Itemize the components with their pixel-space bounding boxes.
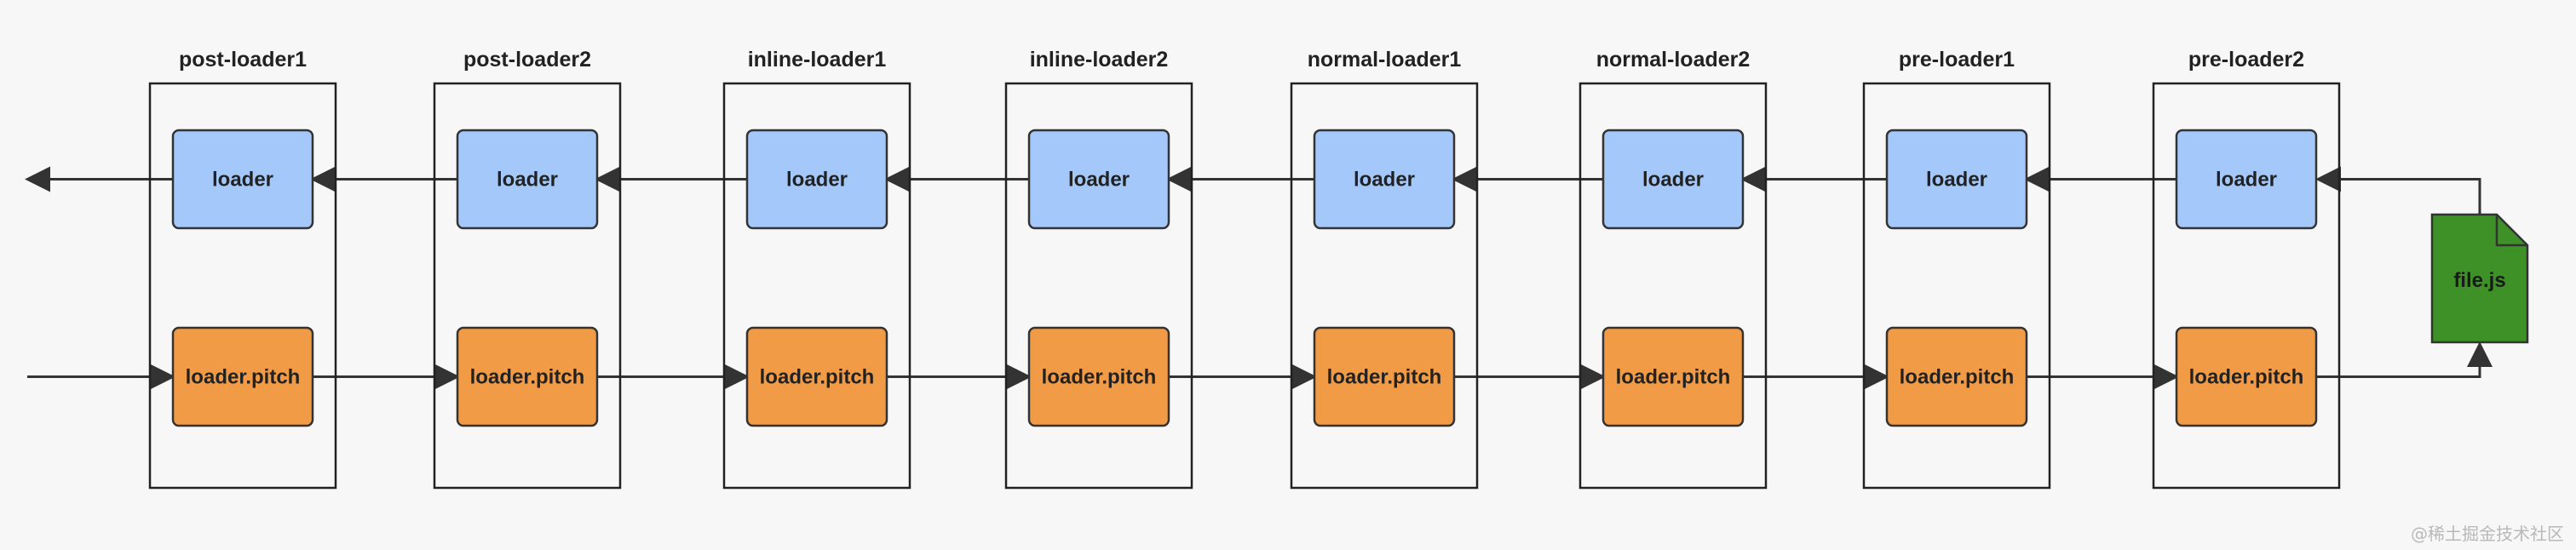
pitch-box: [745, 326, 888, 427]
loader-group-frame: [2152, 82, 2341, 490]
file-label: file.js: [2453, 269, 2505, 292]
loader-group-frame: [1862, 82, 2051, 490]
pitch-box-label: loader.pitch: [760, 366, 875, 389]
loader-group-title: normal-loader1: [1308, 48, 1462, 72]
loader-box: [2175, 129, 2318, 230]
pitch-box: [1885, 326, 2028, 427]
loader-group-frame: [1578, 82, 1768, 490]
loader-box: [1313, 129, 1456, 230]
pitch-box: [1601, 326, 1745, 427]
loader-box: [1601, 129, 1745, 230]
pitch-box: [171, 326, 314, 427]
loader-group: post-loader2 loader loader.pitch: [433, 48, 622, 490]
loader-box: [456, 129, 599, 230]
pitch-box: [1027, 326, 1170, 427]
watermark: @稀土掘金技术社区: [2411, 524, 2564, 544]
pitch-box-label: loader.pitch: [186, 366, 301, 389]
loader-group-frame: [1290, 82, 1479, 490]
loader-group-title: pre-loader2: [2188, 48, 2304, 72]
loader-box-label: loader: [2216, 169, 2277, 192]
file-node: file.js: [2430, 213, 2529, 344]
pitch-box-label: loader.pitch: [1042, 366, 1157, 389]
loader-box-label: loader: [1068, 169, 1130, 192]
pitch-box: [1313, 326, 1456, 427]
loader-box-label: loader: [1642, 169, 1704, 192]
loader-group-title: normal-loader2: [1596, 48, 1751, 72]
pitch-box-label: loader.pitch: [1900, 366, 2015, 389]
loader-group-frame: [1004, 82, 1193, 490]
loader-group-frame: [433, 82, 622, 490]
loader-group: pre-loader1 loader loader.pitch: [1862, 48, 2051, 490]
loader-box-label: loader: [212, 169, 273, 192]
loader-group-frame: [722, 82, 911, 490]
loader-box: [1885, 129, 2028, 230]
loader-box-label: loader: [786, 169, 848, 192]
loader-box-label: loader: [1926, 169, 1987, 192]
file-fold-corner: [2495, 215, 2527, 247]
pitch-box: [2175, 326, 2318, 427]
pitch-to-file-arrow: [2316, 341, 2493, 378]
loader-group: pre-loader2 loader loader.pitch: [2152, 48, 2341, 490]
loader-group-title: post-loader1: [179, 48, 307, 72]
loader-group: inline-loader1 loader loader.pitch: [722, 48, 911, 490]
loader-box: [171, 129, 314, 230]
loader-box: [1027, 129, 1170, 230]
pitch-box: [456, 326, 599, 427]
pitch-box-label: loader.pitch: [470, 366, 585, 389]
loader-box-label: loader: [497, 169, 558, 192]
file-document-icon: [2430, 213, 2529, 344]
loader-box: [745, 129, 888, 230]
loader-group-title: pre-loader1: [1899, 48, 2015, 72]
loader-group-title: inline-loader1: [748, 48, 887, 72]
loader-group: inline-loader2 loader loader.pitch: [1004, 48, 1193, 490]
loader-group: post-loader1 loader loader.pitch: [148, 48, 337, 490]
pitch-box-label: loader.pitch: [1327, 366, 1442, 389]
loader-box-label: loader: [1354, 169, 1415, 192]
loader-group: normal-loader1 loader loader.pitch: [1290, 48, 1479, 490]
file-to-loader-arrow: [2315, 166, 2481, 215]
loader-group-frame: [148, 82, 337, 490]
pitch-box-label: loader.pitch: [2189, 366, 2304, 389]
loader-group-title: post-loader2: [463, 48, 591, 72]
pitch-box-label: loader.pitch: [1616, 366, 1731, 389]
loader-group-title: inline-loader2: [1030, 48, 1169, 72]
loader-group: normal-loader2 loader loader.pitch: [1578, 48, 1768, 490]
